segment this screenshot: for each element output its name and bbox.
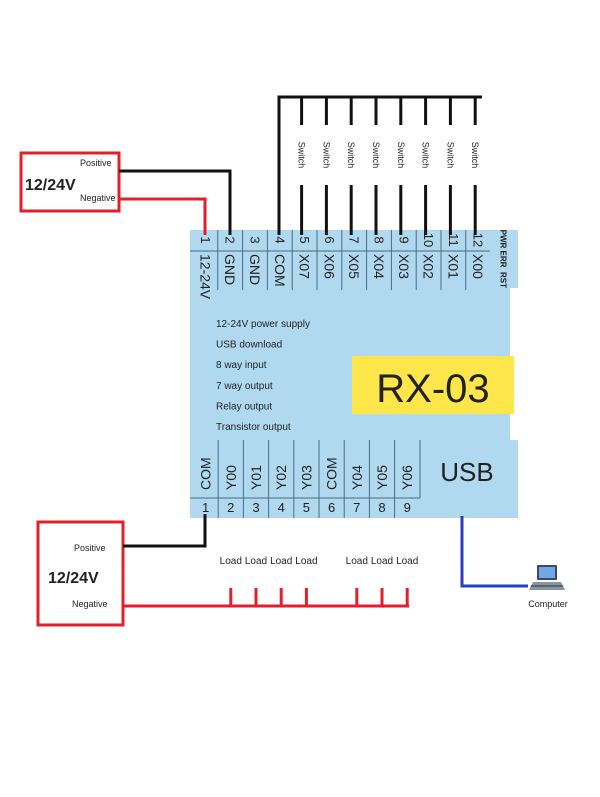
top-pin-number: 5 [297, 236, 312, 243]
bottom-pin-number: 1 [202, 500, 209, 515]
top-pin-label: X03 [396, 254, 412, 279]
feature-item: 12-24V power supply [216, 319, 310, 330]
load-label: Load [270, 556, 292, 567]
usb-port: USB [419, 440, 494, 498]
bottom-pin-number: 4 [278, 500, 285, 515]
status-leds: PWR ERR RST [499, 230, 508, 288]
bottom-supply-positive: Positive [74, 543, 106, 553]
bottom-pin-label: COM [198, 457, 214, 490]
top-pin-label: COM [272, 254, 288, 287]
top-pin-number: 12 [471, 233, 486, 247]
top-supply-positive: Positive [80, 158, 112, 168]
feature-item: Transistor output [216, 422, 291, 433]
switch-label: Switch [396, 142, 406, 169]
top-pin-label: 12-24V [197, 254, 213, 300]
load-label: Load [371, 556, 393, 567]
top-pin-label: X04 [371, 254, 387, 279]
module: RX-03 [190, 230, 518, 518]
bottom-pin-label: Y03 [298, 465, 314, 490]
load-label: Load [220, 556, 242, 567]
feature-item: 7 way output [216, 381, 273, 392]
feature-item: 8 way input [216, 360, 267, 371]
top-pin-number: 3 [248, 236, 263, 243]
bottom-supply-box [36, 520, 125, 627]
top-negative-wire [119, 197, 207, 235]
bottom-pin-number: 6 [328, 500, 335, 515]
top-pin-number: 7 [347, 236, 362, 243]
switch-label: Switch [371, 142, 381, 169]
top-supply-box [19, 151, 121, 213]
bottom-pin-label: Y05 [374, 465, 390, 490]
bottom-supply-negative: Negative [72, 599, 108, 609]
computer-icon [529, 565, 565, 590]
load-label: Load [396, 556, 418, 567]
usb-cable [460, 516, 528, 588]
top-pin-number: 2 [223, 236, 238, 243]
top-pin-number: 11 [446, 233, 461, 247]
top-pin-number: 6 [322, 236, 337, 243]
bottom-pin-label: Y00 [223, 465, 239, 490]
feature-item: Relay output [216, 401, 272, 412]
bottom-pin-number: 8 [378, 500, 385, 515]
bottom-pin-separators [217, 440, 396, 518]
bottom-pin-label: Y01 [248, 465, 264, 490]
model-badge [352, 356, 514, 414]
switch-common-wire [277, 95, 482, 235]
status-led-label: RST [499, 272, 508, 288]
top-power-supply: Positive 12/24V Negative [19, 151, 232, 235]
top-pin-number: 1 [198, 236, 213, 243]
bottom-pin-number: 5 [303, 500, 310, 515]
top-pin-label: X01 [445, 254, 461, 279]
switch-group: Switch Switch Switch Switch Switch Switch Swit… [297, 97, 480, 235]
top-pin-label: GND [222, 254, 238, 285]
computer-label: Computer [528, 599, 568, 609]
top-positive-wire [119, 169, 232, 235]
top-pin-label: X02 [421, 254, 437, 279]
bottom-pin-number: 7 [353, 500, 360, 515]
switch-label: Switch [470, 142, 480, 169]
top-pin-number: 4 [272, 236, 287, 243]
status-led-label: PWR [499, 230, 508, 249]
switch-label: Switch [321, 142, 331, 169]
bottom-pin-number: 9 [404, 500, 411, 515]
status-led-label: ERR [499, 251, 508, 268]
switch-bus [277, 95, 482, 235]
bottom-positive-wire [123, 514, 207, 548]
top-pin-label: X07 [297, 254, 313, 279]
bottom-pin-label: Y06 [399, 465, 415, 490]
load-label: Load [346, 556, 368, 567]
top-pin-label: X06 [321, 254, 337, 279]
bottom-pin-number: 3 [252, 500, 259, 515]
bottom-pin-number: 2 [227, 500, 234, 515]
bottom-terminal-block: COM 1 Y00 2 Y01 3 Y02 4 Y03 5 COM 6 Y04 7 Y05 8 Y06 9 [198, 457, 416, 515]
top-pin-label: X00 [470, 254, 486, 279]
top-pin-number: 8 [372, 236, 387, 243]
switch-label: Switch [297, 142, 307, 169]
top-pin-number: 10 [421, 233, 436, 247]
bottom-pin-label: Y04 [349, 465, 365, 490]
usb-connection: Computer [460, 516, 568, 609]
load-label: Load [245, 556, 267, 567]
model-label: RX-03 [376, 367, 489, 411]
switch-label: Switch [346, 142, 356, 169]
usb-label: USB [440, 457, 493, 487]
top-pin-number: 9 [396, 236, 411, 243]
top-pin-label: X05 [346, 254, 362, 279]
bottom-power-supply: Positive 12/24V Negative [36, 514, 409, 627]
switch-label: Switch [421, 142, 431, 169]
top-supply-negative: Negative [80, 193, 116, 203]
top-pin-label: GND [247, 254, 263, 285]
bottom-pin-label: Y02 [273, 465, 289, 490]
top-pin-separators [217, 230, 467, 290]
top-supply-voltage: 12/24V [25, 177, 76, 194]
bottom-supply-voltage: 12/24V [48, 570, 99, 587]
switch-label: Switch [445, 142, 455, 169]
bottom-pin-label: COM [324, 457, 340, 490]
load-label: Load [295, 556, 317, 567]
feature-item: USB download [216, 340, 282, 351]
